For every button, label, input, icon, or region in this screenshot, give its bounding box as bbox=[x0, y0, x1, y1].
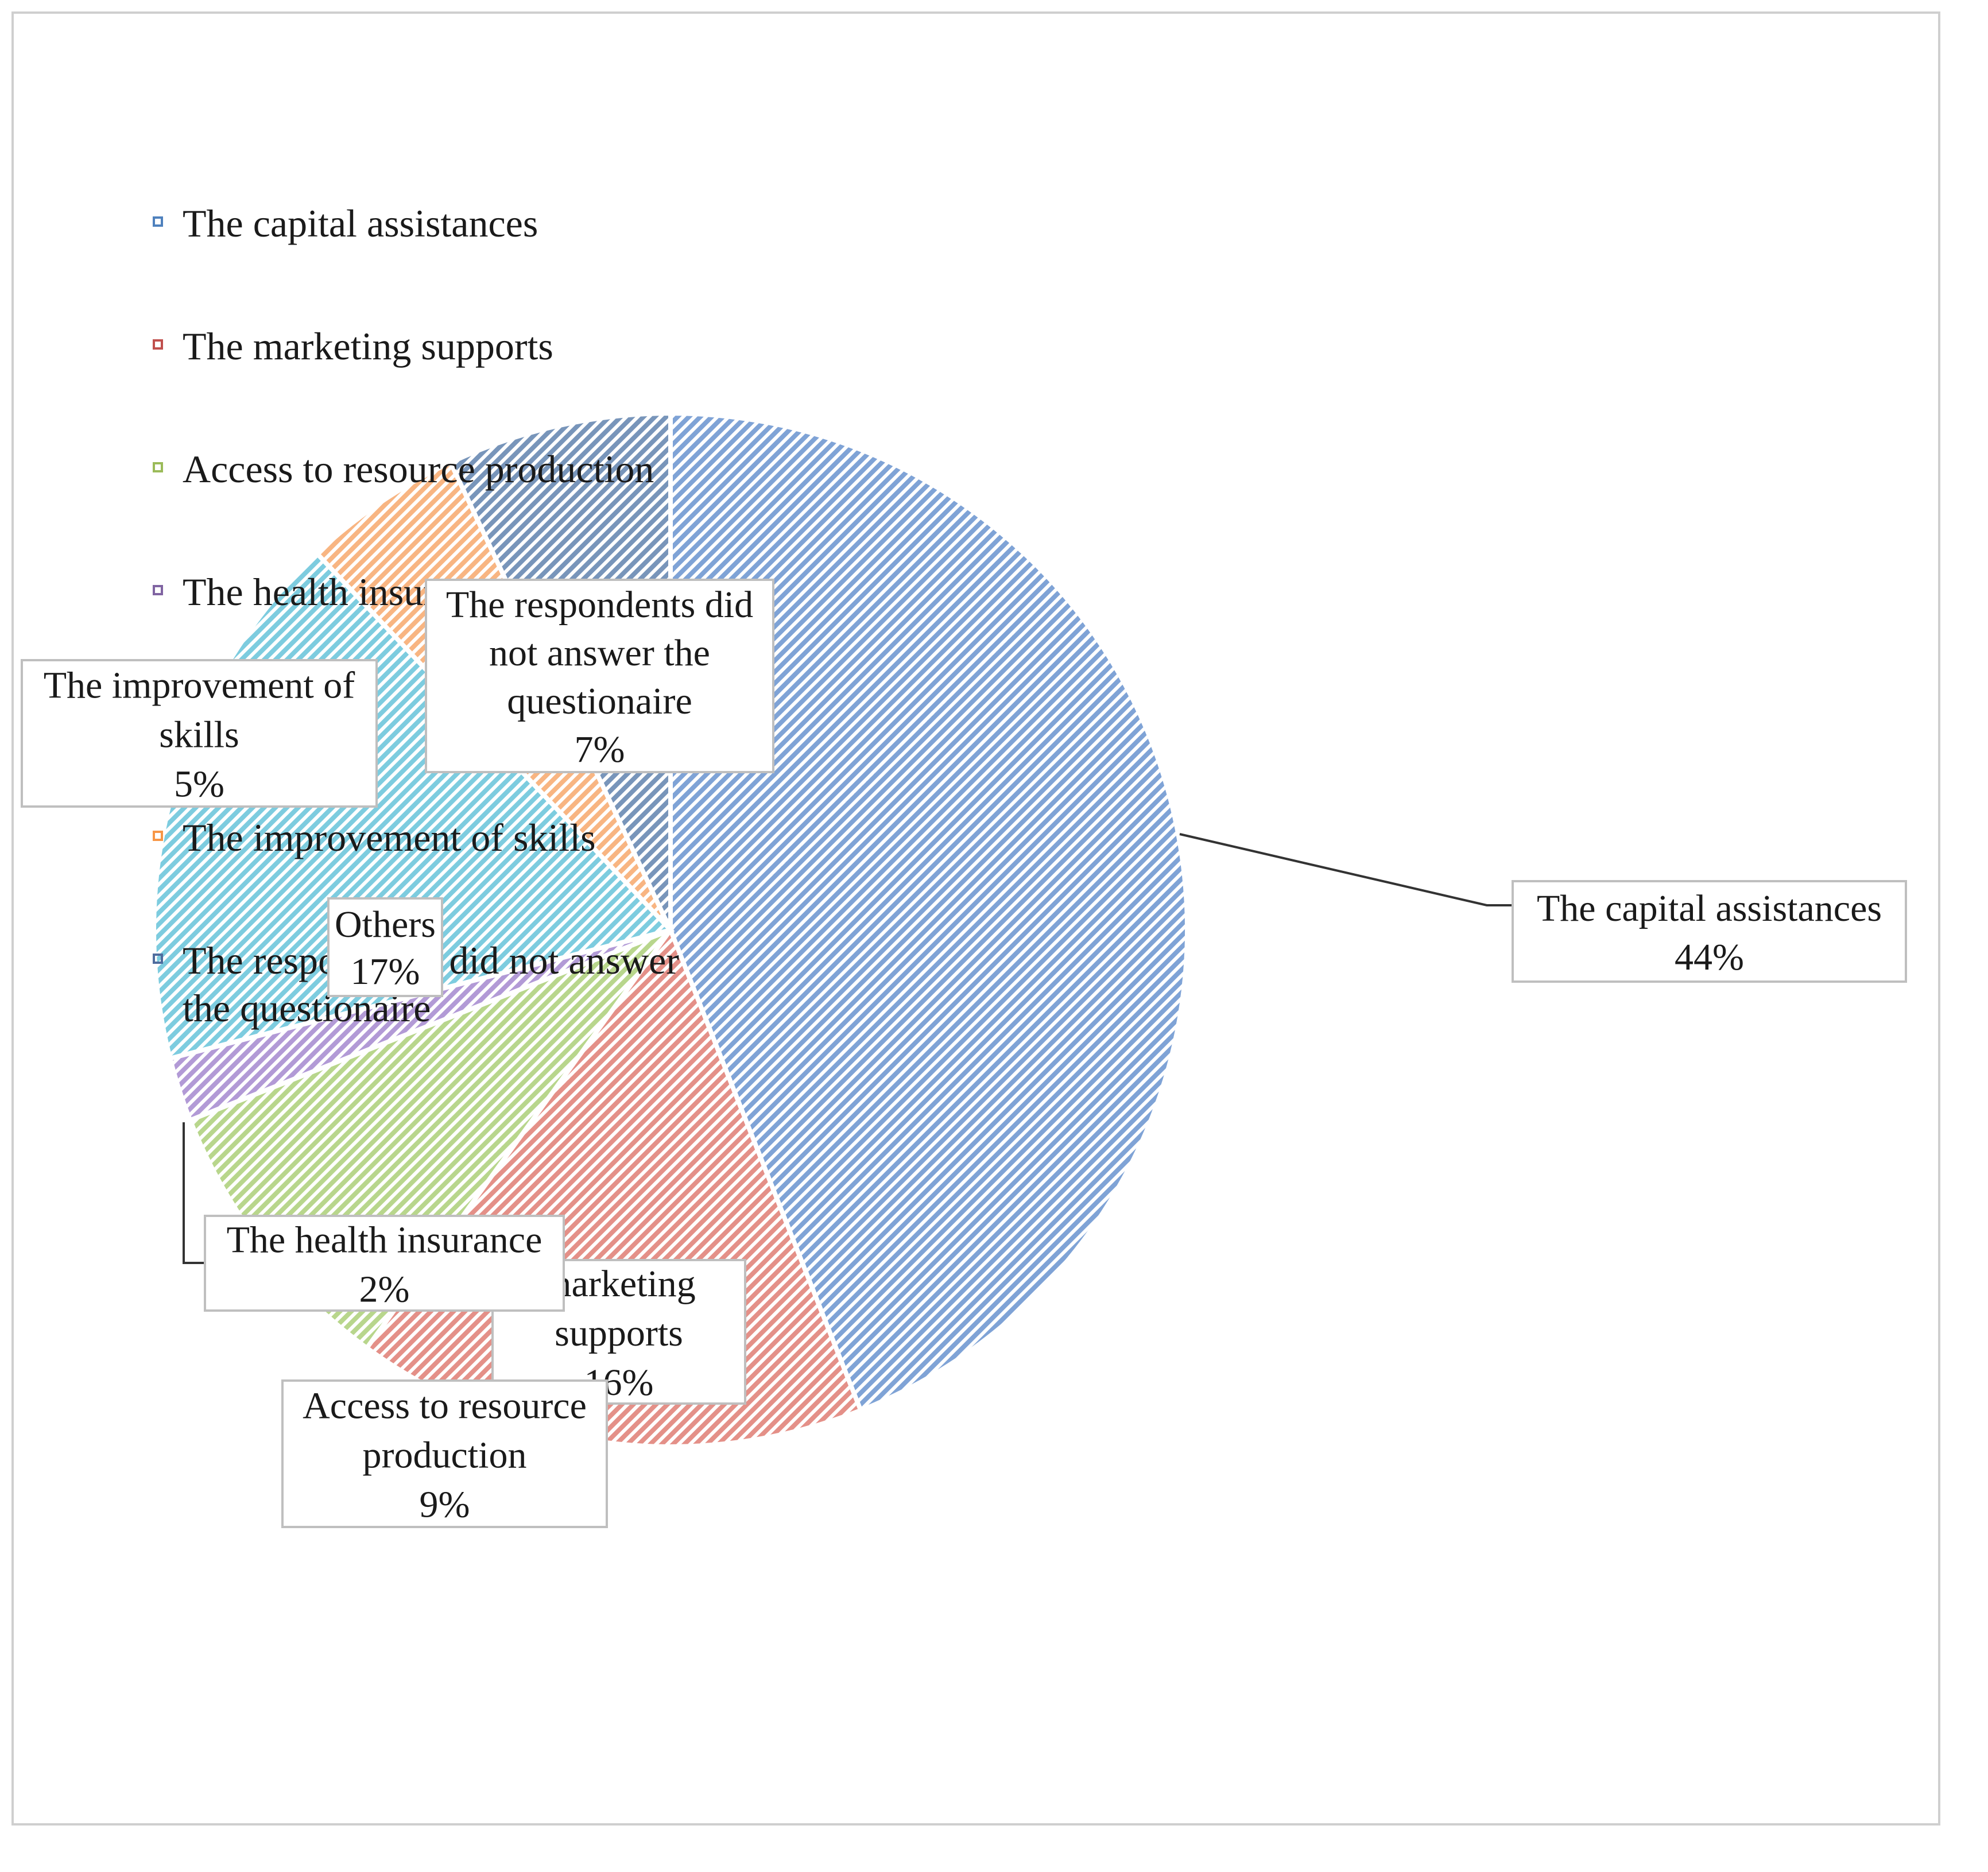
data-label-text: 9% bbox=[420, 1484, 470, 1526]
data-label-text: The capital assistances bbox=[1537, 887, 1882, 929]
data-label-text: 5% bbox=[174, 763, 224, 805]
data-label-text: Others bbox=[335, 904, 436, 945]
legend-marker bbox=[153, 954, 163, 964]
data-label-text: 2% bbox=[359, 1269, 410, 1311]
chart-frame bbox=[11, 11, 1940, 1826]
data-label-text: Access to resource bbox=[303, 1385, 587, 1427]
leader-line bbox=[1179, 833, 1514, 906]
data-label-text: 7% bbox=[575, 728, 625, 770]
data-label-text: 17% bbox=[351, 951, 420, 993]
legend-item-access-to-resource-production: Access to resource production bbox=[183, 447, 654, 491]
data-label-text: The respondents did bbox=[446, 584, 753, 626]
data-label-text: The improvement of bbox=[44, 665, 355, 707]
legend-marker bbox=[153, 831, 163, 841]
data-label-others: Others 17% bbox=[327, 897, 443, 997]
leader-lines bbox=[183, 833, 1514, 1264]
data-label-text: marketing bbox=[542, 1263, 696, 1305]
data-label-text: 44% bbox=[1675, 936, 1744, 978]
data-label-text: skills bbox=[159, 714, 239, 756]
legend-marker bbox=[153, 339, 163, 350]
legend-marker bbox=[153, 462, 163, 472]
legend-item-the-marketing-supports: The marketing supports bbox=[183, 324, 553, 368]
leader-line bbox=[183, 1122, 207, 1264]
data-label-text: The health insurance bbox=[227, 1219, 542, 1261]
data-label-access-to-resource-production: Access to resource production 9% bbox=[281, 1379, 608, 1528]
data-label-the-capital-assistances: The capital assistances 44% bbox=[1512, 880, 1907, 983]
pie-slice-the-capital-assistances bbox=[668, 410, 1189, 1413]
legend-item-the-capital-assistances: The capital assistances bbox=[183, 201, 538, 245]
data-labels: The capital assistances 44% marketing suppo… bbox=[21, 579, 1907, 1528]
data-label-the-health-insurance: The health insurance 2% bbox=[204, 1215, 565, 1312]
data-label-text: questionaire bbox=[507, 680, 692, 722]
data-label-text: not answer the bbox=[489, 632, 710, 674]
data-label-the-respondents-did-not-answer-the-questionaire: The respondents did not answer the questio… bbox=[425, 579, 774, 773]
data-label-the-improvement-of-skills: The improvement of skills 5% bbox=[21, 659, 378, 808]
legend-marker bbox=[153, 585, 163, 595]
data-label-text: supports bbox=[555, 1312, 683, 1354]
data-label-text: production bbox=[363, 1435, 527, 1476]
legend-marker bbox=[153, 216, 163, 227]
legend-item-the-improvement-of-skills: The improvement of skills bbox=[183, 816, 596, 859]
